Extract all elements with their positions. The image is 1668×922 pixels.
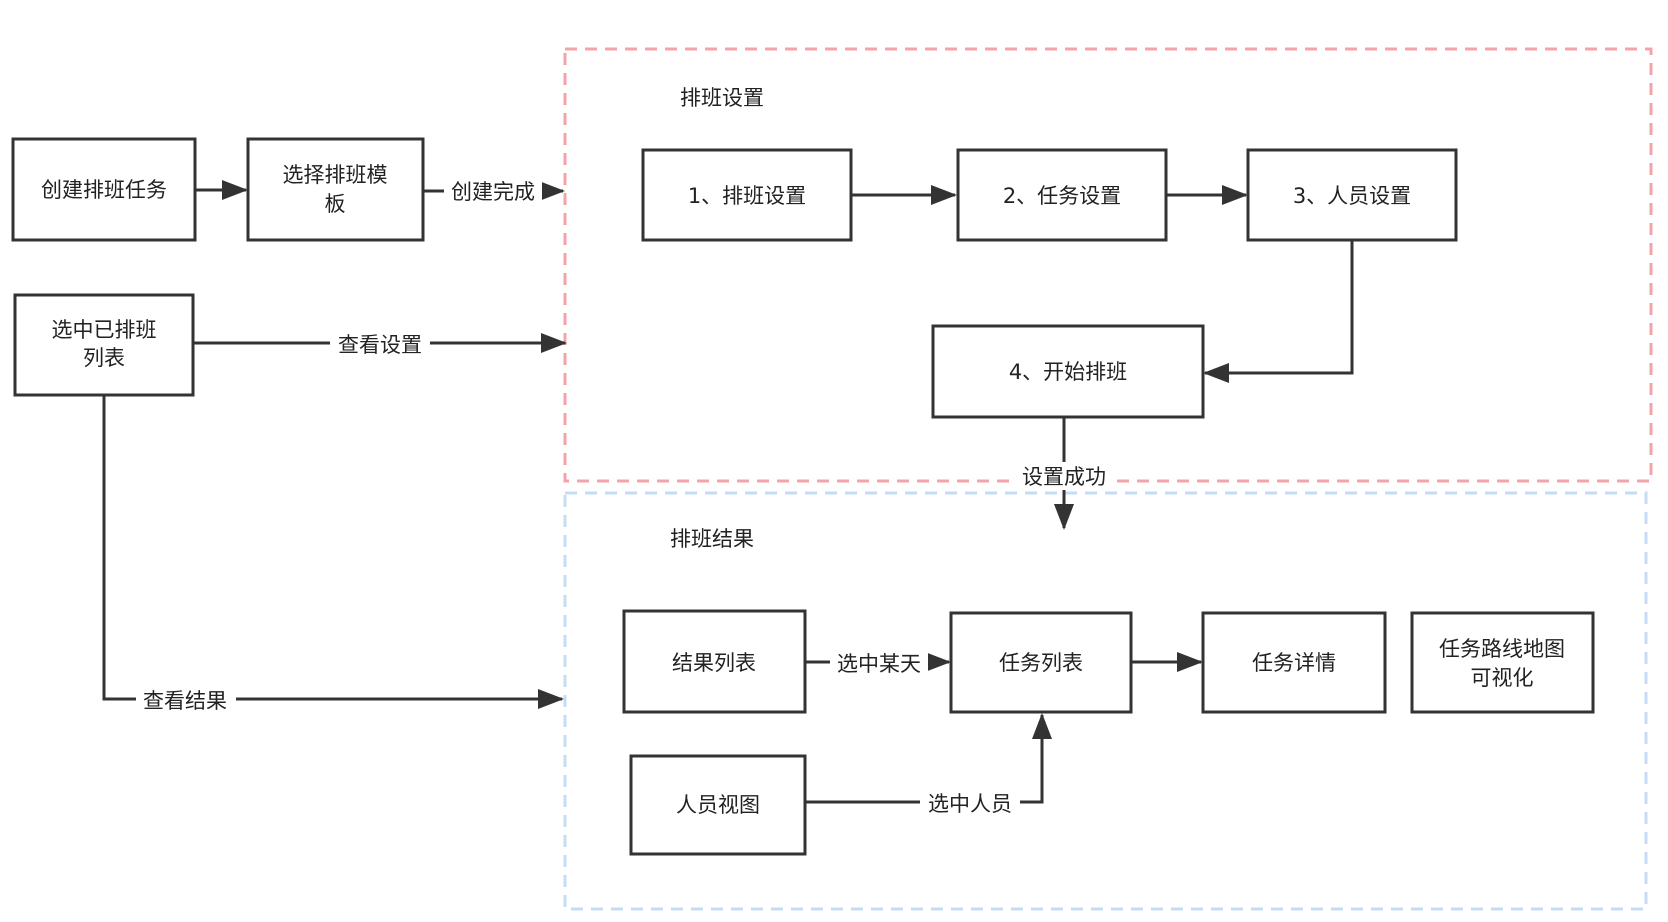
- node-label: 1、排班设置: [688, 184, 806, 208]
- edge-label-select-person: 选中人员: [928, 792, 1012, 816]
- node-result-list[interactable]: 结果列表: [622, 609, 807, 714]
- group-result-title: 排班结果: [670, 527, 754, 551]
- node-step3[interactable]: 3、人员设置: [1246, 148, 1458, 242]
- edge-label-view-setting: 查看设置: [338, 333, 422, 357]
- node-person-view[interactable]: 人员视图: [629, 754, 807, 856]
- edge-labels: 创建完成 查看设置 查看结果 设置成功 选中某天 选中人员: [136, 177, 1113, 816]
- edge-label-create-done: 创建完成: [451, 180, 535, 204]
- group-setting-title: 排班设置: [680, 86, 764, 110]
- node-choose-template[interactable]: 选择排班模 板: [246, 137, 425, 242]
- edge-label-view-result: 查看结果: [143, 689, 227, 713]
- node-step2[interactable]: 2、任务设置: [956, 148, 1168, 242]
- node-label: 2、任务设置: [1003, 184, 1121, 208]
- node-label-line1: 选择排班模: [283, 163, 388, 187]
- node-route-map[interactable]: 任务路线地图 可视化: [1410, 611, 1595, 714]
- node-label: 3、人员设置: [1293, 184, 1411, 208]
- node-label: 创建排班任务: [41, 178, 167, 202]
- edge-selected-to-result: [102, 396, 564, 709]
- node-label: 任务列表: [999, 651, 1083, 675]
- node-task-detail[interactable]: 任务详情: [1201, 611, 1387, 714]
- node-label-line1: 选中已排班: [52, 318, 157, 342]
- node-label-line1: 任务路线地图: [1439, 637, 1565, 661]
- node-label: 4、开始排班: [1009, 360, 1127, 384]
- node-label: 任务详情: [1252, 651, 1336, 675]
- edge-label-select-day: 选中某天: [837, 652, 921, 676]
- edge-step3-to-step4: [1203, 241, 1354, 383]
- node-label: 结果列表: [672, 651, 756, 675]
- node-label: 人员视图: [676, 793, 760, 817]
- node-selected-list[interactable]: 选中已排班 列表: [13, 293, 195, 397]
- node-create-task[interactable]: 创建排班任务: [11, 137, 197, 242]
- group-result-border: [563, 491, 1648, 911]
- node-label-line2: 列表: [83, 346, 125, 370]
- node-step4[interactable]: 4、开始排班: [931, 324, 1205, 419]
- node-step1[interactable]: 1、排班设置: [641, 148, 853, 242]
- node-label-line2: 可视化: [1471, 666, 1534, 690]
- node-label-line2: 板: [325, 192, 346, 216]
- edge-person-to-tasklist: [805, 713, 1052, 804]
- edge-label-setting-success: 设置成功: [1022, 465, 1106, 489]
- group-result: 排班结果: [563, 491, 1648, 911]
- node-task-list[interactable]: 任务列表: [949, 611, 1133, 714]
